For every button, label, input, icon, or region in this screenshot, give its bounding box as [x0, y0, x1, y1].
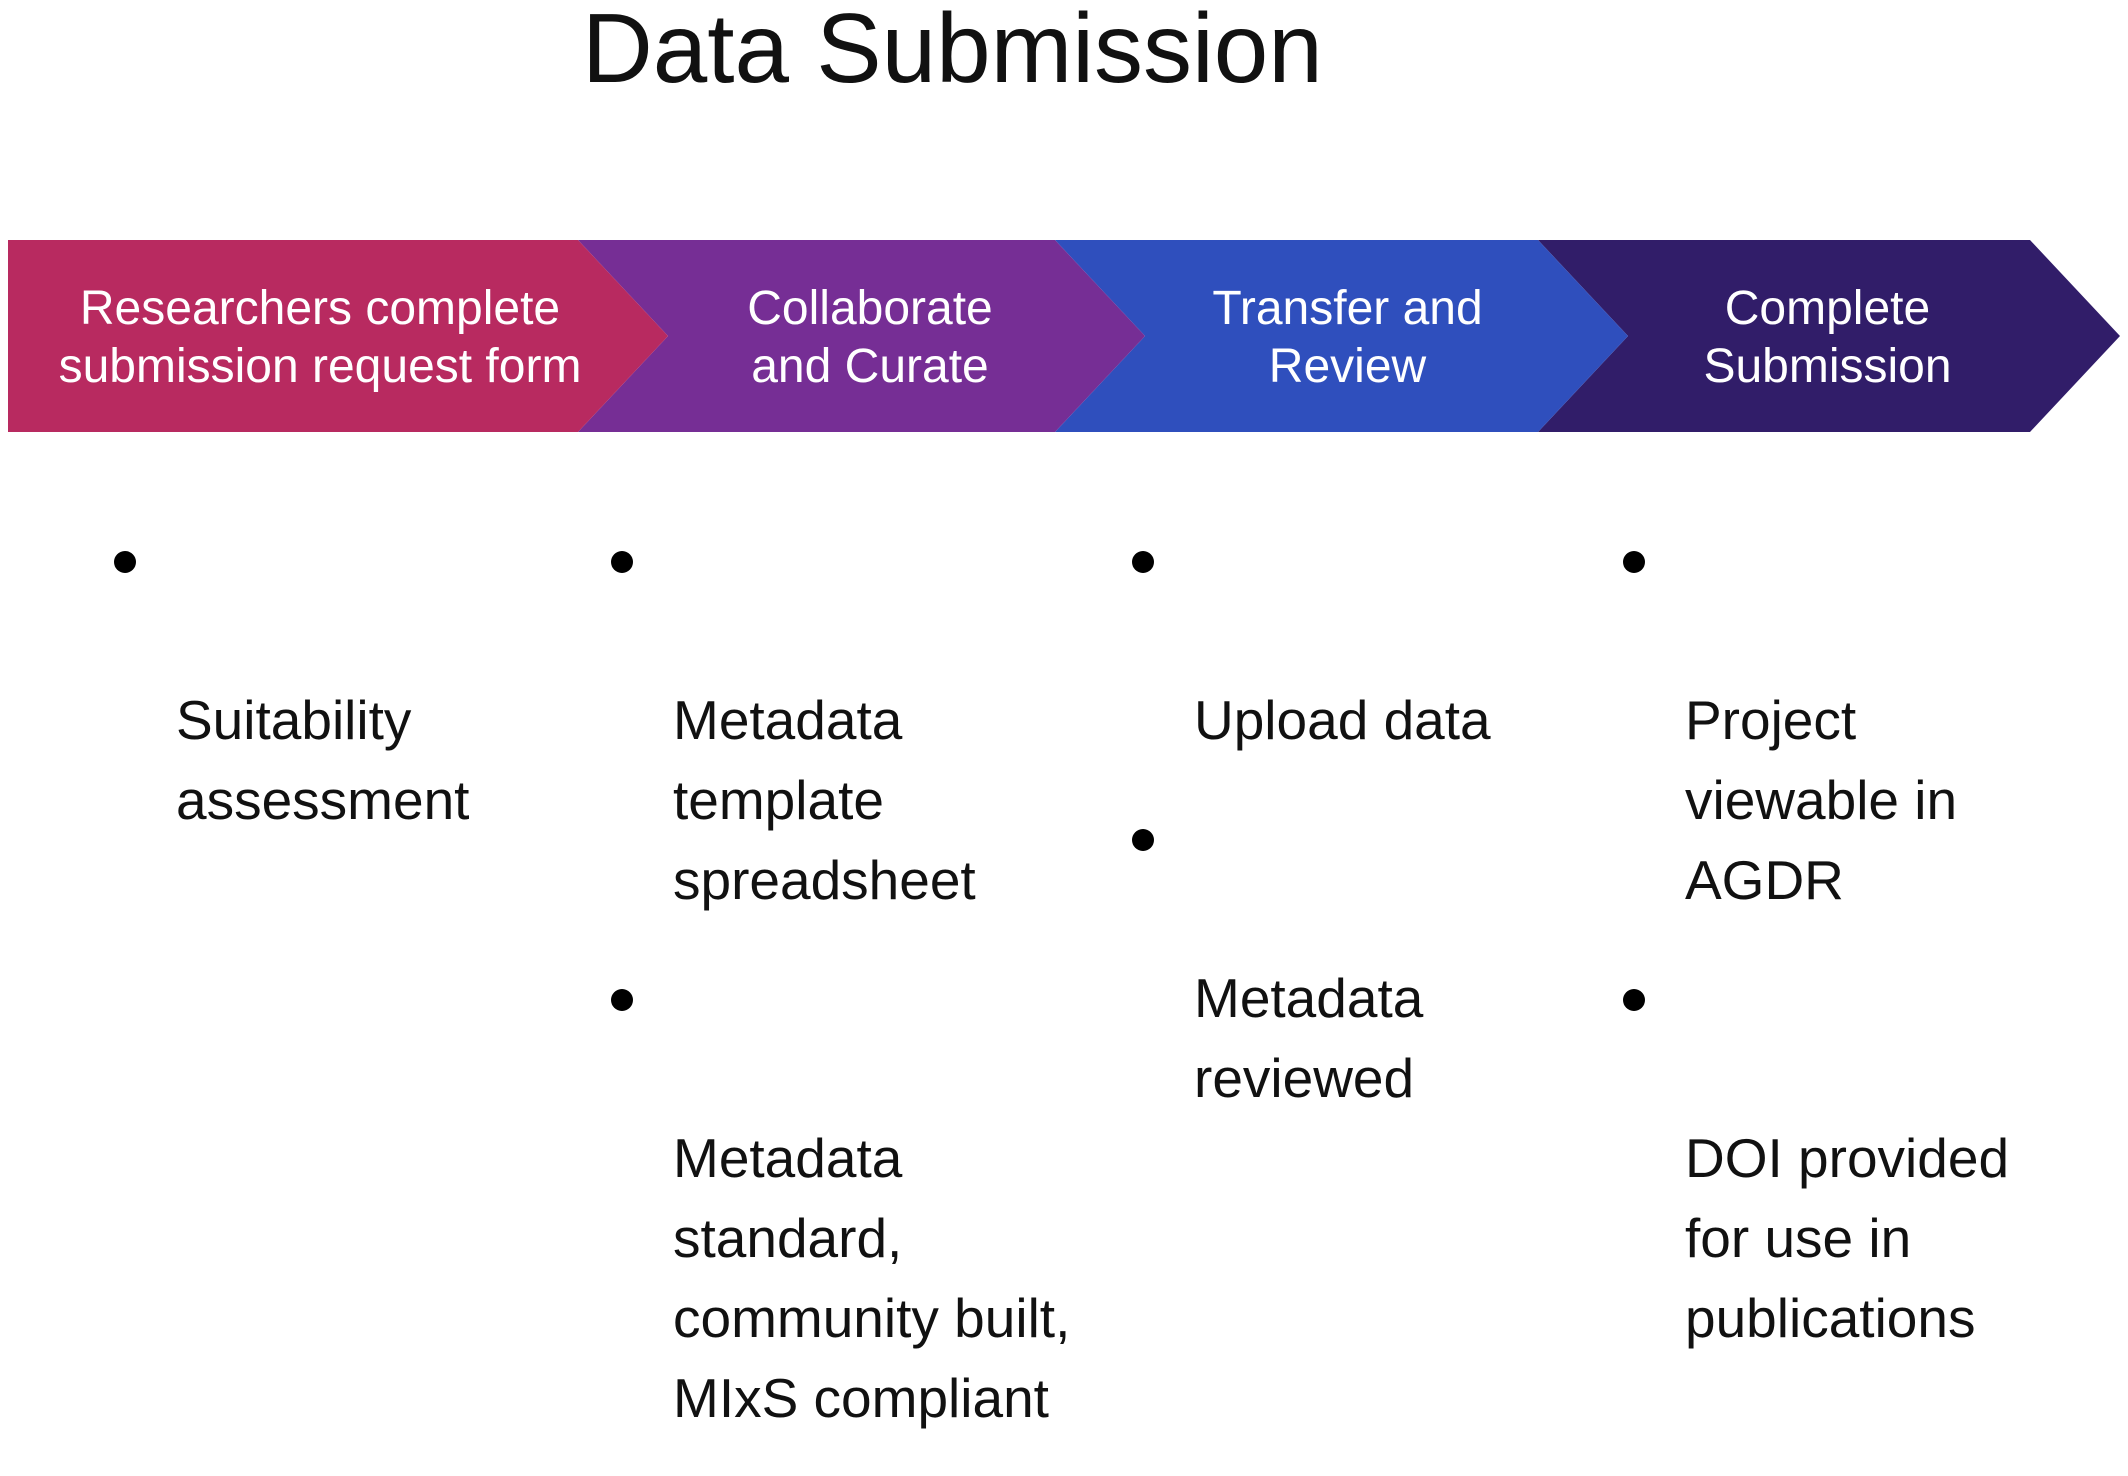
bullet-dot-icon — [1132, 551, 1154, 573]
step-arrow-2 — [578, 240, 1145, 432]
step-3-bullets: Upload data Metadata reviewed — [1132, 520, 1572, 1156]
bullet-dot-icon — [114, 551, 136, 573]
step-4-bullets: Project viewable in AGDR DOI provided fo… — [1623, 520, 2093, 1396]
bullet-text: Suitability assessment — [176, 689, 470, 831]
bullet-dot-icon — [1132, 829, 1154, 851]
bullet-dot-icon — [1623, 551, 1645, 573]
bullet-item: Metadata template spreadsheet — [611, 520, 1131, 920]
bullet-text: Upload data — [1194, 689, 1491, 751]
process-flow-arrows — [8, 240, 2120, 432]
bullet-text: Metadata template spreadsheet — [673, 689, 976, 911]
bullet-text: Metadata standard, community built, MIxS… — [673, 1127, 1071, 1429]
bullet-item: Suitability assessment — [114, 520, 514, 840]
step-2-bullets: Metadata template spreadsheet Metadata s… — [611, 520, 1131, 1476]
step-label-3: Transfer and Review — [1212, 282, 1483, 393]
step-label-4: Complete Submission — [1703, 282, 1952, 393]
step-arrow-3 — [1055, 240, 1628, 432]
step-label-1: Researchers complete submission request … — [58, 282, 582, 393]
bullet-item: Project viewable in AGDR — [1623, 520, 2093, 920]
bullet-dot-icon — [1623, 989, 1645, 1011]
bullet-dot-icon — [611, 551, 633, 573]
bullet-text: DOI provided for use in publications — [1685, 1127, 2010, 1349]
bullet-text: Metadata reviewed — [1194, 967, 1424, 1109]
bullet-item: Upload data — [1132, 520, 1572, 760]
step-label-2: Collaborate and Curate — [747, 282, 993, 393]
bullet-item: Metadata reviewed — [1132, 798, 1572, 1118]
bullet-text: Project viewable in AGDR — [1685, 689, 1958, 911]
step-arrow-1 — [8, 240, 668, 432]
bullet-item: Metadata standard, community built, MIxS… — [611, 958, 1131, 1438]
step-1-bullets: Suitability assessment — [114, 520, 514, 878]
step-arrow-4 — [1538, 240, 2120, 432]
page-title: Data Submission — [582, 0, 1323, 103]
bullet-dot-icon — [611, 989, 633, 1011]
bullet-item: DOI provided for use in publications — [1623, 958, 2093, 1358]
